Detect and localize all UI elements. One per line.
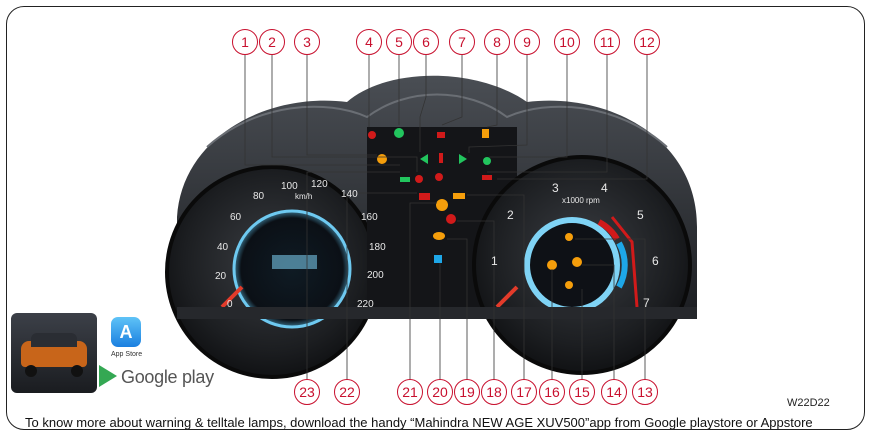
google-play-icon[interactable] xyxy=(99,365,117,387)
callout-17: 17 xyxy=(511,379,537,405)
speedo-tick-180: 180 xyxy=(369,242,386,253)
tyre-pressure-lamp xyxy=(547,260,557,270)
callout-11: 11 xyxy=(594,29,620,55)
speedo-tick-0: 0 xyxy=(227,299,233,310)
fuel-lamp xyxy=(482,129,489,138)
seatbelt-lamp xyxy=(368,131,376,139)
callout-13: 13 xyxy=(632,379,658,405)
car-app-thumbnail[interactable] xyxy=(11,313,97,393)
brake-lamp xyxy=(435,173,443,181)
callout-14: 14 xyxy=(601,379,627,405)
battery-lamp xyxy=(419,193,430,200)
esp-lamp xyxy=(572,257,582,267)
callout-10: 10 xyxy=(554,29,580,55)
tacho-tick-1: 1 xyxy=(491,254,498,268)
door-open-lamp xyxy=(437,132,445,138)
tacho-tick-5: 5 xyxy=(637,208,644,222)
callout-15: 15 xyxy=(569,379,595,405)
esp-off-lamp xyxy=(565,281,573,289)
speedo-tick-140: 140 xyxy=(341,189,358,200)
turn-right-lamp xyxy=(459,154,467,164)
callout-4: 4 xyxy=(356,29,382,55)
speedo-tick-20: 20 xyxy=(215,271,227,282)
callout-22: 22 xyxy=(334,379,360,405)
tacho-tick-6: 6 xyxy=(652,254,659,268)
headlamp-lamp xyxy=(394,128,404,138)
callout-5: 5 xyxy=(386,29,412,55)
dpf-lamp xyxy=(453,193,465,199)
tacho-tick-4: 4 xyxy=(601,181,608,195)
speedo-tick-120: 120 xyxy=(311,179,328,190)
callout-2: 2 xyxy=(259,29,285,55)
callout-20: 20 xyxy=(427,379,453,405)
epb-lamp xyxy=(446,214,456,224)
callout-1: 1 xyxy=(232,29,258,55)
cruise-lamp xyxy=(483,157,491,165)
diagram-frame: 0 20 40 60 80 100 120 140 160 180 200 22… xyxy=(6,6,865,430)
tpms-lamp xyxy=(436,199,448,211)
leader-lines xyxy=(244,52,648,382)
callout-21: 21 xyxy=(397,379,423,405)
callout-7: 7 xyxy=(449,29,475,55)
fog-lamp xyxy=(377,154,387,164)
tacho-tick-3: 3 xyxy=(552,181,559,195)
callout-12: 12 xyxy=(634,29,660,55)
figure-code: W22D22 xyxy=(787,397,830,409)
telltale-lamps xyxy=(368,128,582,289)
position-lamp xyxy=(400,177,410,182)
instrument-cluster: 0 20 40 60 80 100 120 140 160 180 200 22… xyxy=(165,52,697,382)
speedo-scale: 0 20 40 60 80 100 120 140 160 180 200 22… xyxy=(215,179,386,310)
speedo-tick-160: 160 xyxy=(361,212,378,223)
google-play-label[interactable]: Google play xyxy=(121,367,214,387)
high-beam-lamp xyxy=(434,255,442,263)
airbag-lamp xyxy=(415,175,423,183)
app-store-label: App Store xyxy=(111,351,143,358)
seatbelt-passenger-lamp xyxy=(565,233,573,241)
speedo-tick-80: 80 xyxy=(253,191,265,202)
speedo-tick-200: 200 xyxy=(367,270,384,281)
callout-8: 8 xyxy=(484,29,510,55)
callout-19: 19 xyxy=(454,379,480,405)
speedo-unit: km/h xyxy=(295,192,312,201)
temp-lamp xyxy=(439,153,443,163)
footer-text: To know more about warning & telltale la… xyxy=(25,415,813,430)
turn-left-lamp xyxy=(420,154,428,164)
speedo-tick-60: 60 xyxy=(230,212,242,223)
oil-lamp xyxy=(482,175,492,180)
check-engine-lamp xyxy=(433,232,445,240)
tacho-scale: 1 2 3 4 5 6 7 x1000 rpm xyxy=(491,181,659,310)
speedo-tick-220: 220 xyxy=(357,299,374,310)
tacho-unit: x1000 rpm xyxy=(562,196,600,205)
speedo-tick-100: 100 xyxy=(281,181,298,192)
callout-6: 6 xyxy=(413,29,439,55)
app-store-icon[interactable]: A xyxy=(111,317,141,347)
callout-3: 3 xyxy=(294,29,320,55)
callout-9: 9 xyxy=(514,29,540,55)
callout-23: 23 xyxy=(294,379,320,405)
callout-16: 16 xyxy=(539,379,565,405)
speedo-tick-40: 40 xyxy=(217,242,229,253)
callout-18: 18 xyxy=(481,379,507,405)
tacho-tick-2: 2 xyxy=(507,208,514,222)
tacho-tick-7: 7 xyxy=(643,296,650,310)
